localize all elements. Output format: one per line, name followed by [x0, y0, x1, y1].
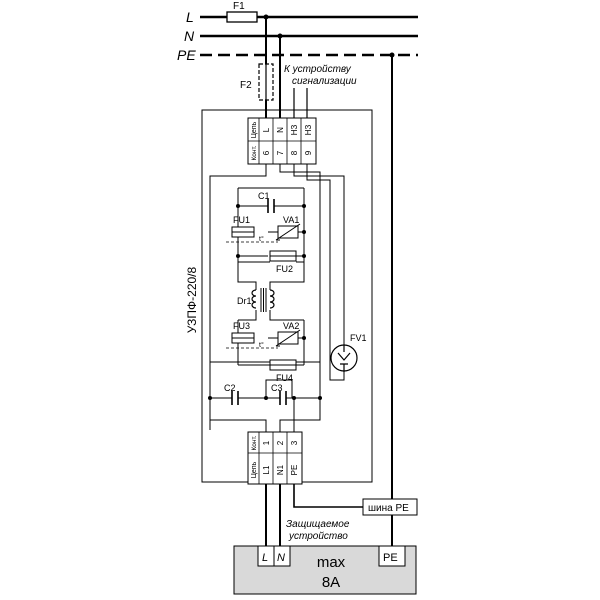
- thermal-link-1-label: t°: [259, 235, 264, 243]
- line-l-label: L: [186, 9, 194, 25]
- fuse-fu4: FU4: [269, 359, 297, 383]
- fuse-f2-label: F2: [240, 80, 252, 91]
- protected-note-line1: Защищаемое: [286, 519, 350, 530]
- device-enclosure: [201, 109, 373, 483]
- capacitor-c2: C2: [224, 383, 239, 405]
- protected-load: L N PE max 8A: [233, 545, 417, 595]
- top-terminal-func-3: НЗ: [290, 125, 299, 136]
- top-terminal-func-4: НЗ: [304, 125, 313, 136]
- bottom-terminal-contact-2: 2: [276, 440, 285, 445]
- bottom-terminal-header-contact: Конт.: [251, 435, 258, 450]
- output-wiring: шина PE Защищаемое устройство: [265, 484, 418, 546]
- capacitor-c3: C3: [271, 383, 287, 405]
- choke-dr1-label: Dr1: [237, 296, 252, 306]
- fuse-fu1-label: FU1: [233, 215, 250, 225]
- fuse-fu4-label: FU4: [276, 373, 293, 383]
- load-terminal-pe-label: PE: [383, 552, 398, 564]
- capacitor-c1-label: C1: [258, 191, 270, 201]
- load-max-label: max: [317, 554, 346, 571]
- top-terminal-header-contact: Конт.: [251, 145, 258, 160]
- bottom-terminal-contact-3: 3: [290, 440, 299, 445]
- load-terminal-n: [273, 545, 291, 567]
- varistor-va1: VA1 t°: [226, 215, 301, 243]
- arrester-fv1: FV1: [330, 333, 367, 372]
- capacitor-c1: C1: [258, 191, 275, 213]
- fuse-f1-label: F1: [233, 1, 245, 12]
- top-terminal-block: Цепь Конт. L N НЗ НЗ 6 7 8 9: [247, 117, 317, 165]
- internal-wiring: [209, 164, 345, 432]
- alarm-note-line1: К устройству: [284, 64, 352, 75]
- fuse-fu3-label: FU3: [233, 321, 250, 331]
- bottom-terminal-func-1: L1: [262, 465, 271, 474]
- pe-bus-label: шина PE: [368, 503, 409, 514]
- line-pe-label: PE: [177, 47, 196, 63]
- bottom-terminal-func-2: N1: [276, 464, 285, 475]
- fuse-fu2: FU2: [269, 250, 297, 274]
- top-feed-wires: F2 К устройству сигнализации: [240, 17, 357, 118]
- top-terminal-contact-1: 6: [262, 150, 271, 155]
- supply-lines: L N PE F1: [177, 1, 418, 63]
- load-terminal-pe: [378, 545, 406, 567]
- top-terminal-contact-2: 7: [276, 150, 285, 155]
- bottom-terminal-func-3: PE: [290, 465, 299, 476]
- load-terminal-n-label: N: [277, 552, 285, 564]
- load-current-label: 8A: [322, 574, 340, 591]
- varistor-va2: VA2 t°: [226, 321, 301, 349]
- varistor-va2-label: VA2: [283, 321, 299, 331]
- device-name-label: УЗПФ-220/8: [185, 266, 199, 333]
- line-n-label: N: [184, 28, 195, 44]
- load-terminal-l-label: L: [262, 552, 268, 564]
- varistor-va1-label: VA1: [283, 215, 299, 225]
- fuse-fu1: FU1: [231, 215, 255, 238]
- pe-bus-box: [362, 498, 418, 516]
- top-terminal-contact-3: 8: [290, 150, 299, 155]
- thermal-link-2-label: t°: [259, 341, 264, 349]
- internal-junctions: [208, 204, 322, 400]
- fuse-fu2-label: FU2: [276, 264, 293, 274]
- top-terminal-header-func: Цепь: [251, 121, 258, 138]
- bottom-terminal-header-func: Цепь: [251, 461, 258, 478]
- protected-note-line2: устройство: [288, 531, 348, 542]
- top-terminal-func-1: L: [262, 127, 271, 132]
- choke-dr1: Dr1: [237, 288, 275, 312]
- fuse-fu3: FU3: [231, 321, 255, 344]
- bottom-terminal-contact-1: 1: [262, 440, 271, 445]
- top-terminal-contact-4: 9: [304, 150, 313, 155]
- capacitor-c3-label: C3: [271, 383, 283, 393]
- capacitor-c2-label: C2: [224, 383, 236, 393]
- fuse-f1-symbol: [226, 11, 258, 23]
- bottom-terminal-block: Конт. Цепь 1 2 3 L1 N1 PE: [247, 431, 303, 485]
- alarm-note-line2: сигнализации: [292, 76, 357, 87]
- arrester-fv1-label: FV1: [350, 333, 367, 343]
- top-terminal-func-2: N: [276, 127, 285, 133]
